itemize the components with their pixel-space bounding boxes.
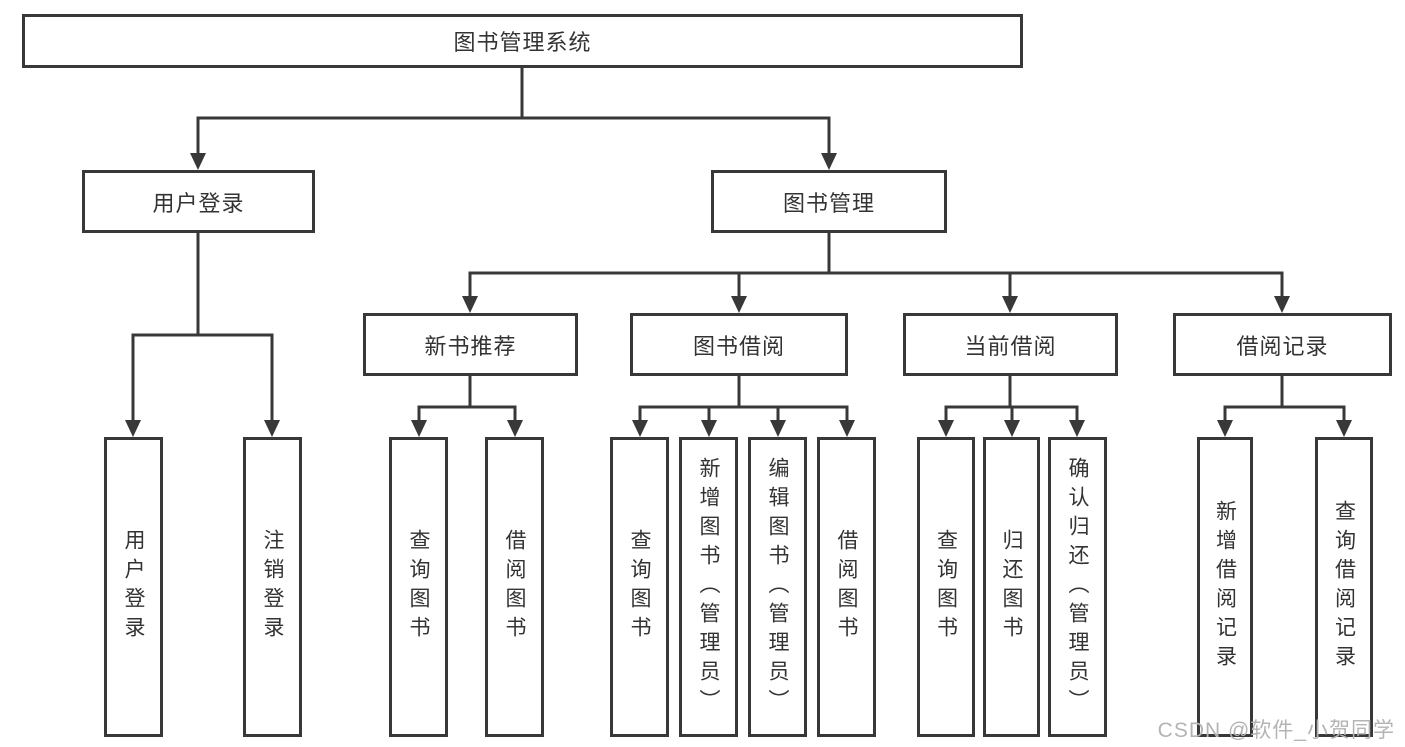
node-label: 新增图书（管理员）: [697, 456, 721, 718]
arrowhead-down-icon: [462, 296, 478, 313]
node-label: 借阅图书: [835, 529, 859, 645]
node-borrow-records: 借阅记录: [1173, 313, 1392, 376]
node-leaf-query-books-2: 查询图书: [610, 437, 669, 737]
node-leaf-confirm-return: 确认归还（管理员）: [1048, 437, 1107, 737]
arrowhead-down-icon: [701, 420, 717, 437]
watermark: CSDN @软件_小贺同学: [1157, 719, 1395, 742]
arrowhead-down-icon: [1002, 296, 1018, 313]
node-book-borrow: 图书借阅: [630, 313, 848, 376]
arrowhead-down-icon: [770, 420, 786, 437]
node-user-login: 用户登录: [82, 170, 315, 233]
node-leaf-borrow-books-2: 借阅图书: [817, 437, 876, 737]
node-label: 用户登录: [152, 190, 245, 216]
node-label: 新增借阅记录: [1213, 500, 1237, 674]
arrowhead-down-icon: [507, 420, 523, 437]
arrowhead-down-icon: [1069, 420, 1085, 437]
node-book-management: 图书管理: [711, 170, 947, 233]
node-label: 查询图书: [407, 529, 431, 645]
node-leaf-edit-books: 编辑图书（管理员）: [748, 437, 807, 737]
node-leaf-logout: 注销登录: [243, 437, 302, 737]
arrowhead-down-icon: [190, 153, 206, 170]
arrowhead-down-icon: [839, 420, 855, 437]
node-label: 归还图书: [1000, 529, 1024, 645]
arrowhead-down-icon: [1004, 420, 1020, 437]
arrowhead-down-icon: [632, 420, 648, 437]
arrowhead-down-icon: [264, 420, 280, 437]
node-system: 图书管理系统: [22, 14, 1023, 68]
node-leaf-query-books-1: 查询图书: [389, 437, 448, 737]
arrowhead-down-icon: [731, 296, 747, 313]
node-label: 确认归还（管理员）: [1066, 456, 1090, 718]
arrowhead-down-icon: [411, 420, 427, 437]
node-label: 查询图书: [628, 529, 652, 645]
arrowhead-down-icon: [938, 420, 954, 437]
node-new-book-recommend: 新书推荐: [363, 313, 578, 376]
node-leaf-add-books: 新增图书（管理员）: [679, 437, 738, 737]
arrowhead-down-icon: [125, 420, 141, 437]
node-leaf-user-login: 用户登录: [104, 437, 163, 737]
node-label: 图书借阅: [692, 333, 785, 359]
node-label: 当前借阅: [964, 333, 1057, 359]
arrowhead-down-icon: [1217, 420, 1233, 437]
node-label: 图书管理系统: [453, 30, 592, 55]
node-label: 新书推荐: [424, 333, 517, 359]
node-leaf-add-borrow-record: 新增借阅记录: [1197, 437, 1253, 737]
node-label: 注销登录: [261, 529, 285, 645]
node-leaf-borrow-books-1: 借阅图书: [485, 437, 544, 737]
arrowhead-down-icon: [1274, 296, 1290, 313]
arrowhead-down-icon: [821, 153, 837, 170]
node-label: 用户登录: [122, 529, 146, 645]
arrowhead-down-icon: [1336, 420, 1352, 437]
node-label: 借阅记录: [1236, 333, 1329, 359]
node-label: 查询图书: [934, 529, 958, 645]
node-current-borrow: 当前借阅: [903, 313, 1118, 376]
node-label: 图书管理: [782, 190, 875, 216]
node-leaf-query-borrow-record: 查询借阅记录: [1315, 437, 1373, 737]
node-leaf-return-books: 归还图书: [983, 437, 1040, 737]
node-leaf-query-books-3: 查询图书: [917, 437, 975, 737]
node-label: 查询借阅记录: [1332, 500, 1356, 674]
node-label: 编辑图书（管理员）: [766, 456, 790, 718]
node-label: 借阅图书: [503, 529, 527, 645]
